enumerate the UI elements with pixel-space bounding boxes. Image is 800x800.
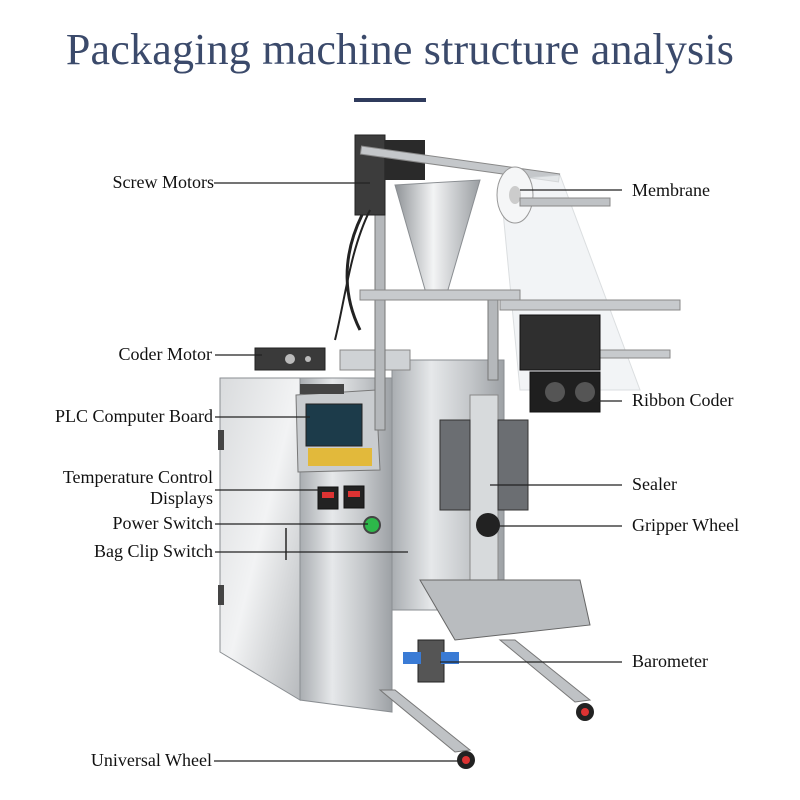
plc-panel [295,384,381,473]
universal-wheel-front [457,751,475,769]
page-title: Packaging machine structure analysis [65,25,735,74]
leader-lines [214,182,622,762]
label-displays: Displays [150,488,213,508]
label-membrane: Membrane [632,180,710,200]
temperature-displays [317,485,365,510]
output-tray [419,579,591,641]
ribbon-coder-unit [519,314,601,413]
label-ribbon-coder: Ribbon Coder [632,390,734,410]
label-coder-motor: Coder Motor [118,344,213,364]
label-power-switch: Power Switch [112,513,214,533]
label-barometer: Barometer [632,651,708,671]
forming-tube-sealer [439,394,529,586]
label-plc-computer-board: PLC Computer Board [55,406,213,426]
title-underline [354,98,426,102]
label-gripper-wheel: Gripper Wheel [632,515,740,535]
label-sealer: Sealer [632,474,677,494]
power-switch-knob [363,516,381,534]
label-screw-motors: Screw Motors [112,172,215,192]
hopper [394,179,481,301]
universal-wheel-back [576,703,594,721]
label-temperature-control: Temperature Control [62,467,213,487]
label-bag-clip-switch: Bag Clip Switch [93,541,213,561]
barometer-unit [403,639,459,683]
coder-motor-box [254,347,326,371]
label-universal-wheel: Universal Wheel [90,750,212,770]
